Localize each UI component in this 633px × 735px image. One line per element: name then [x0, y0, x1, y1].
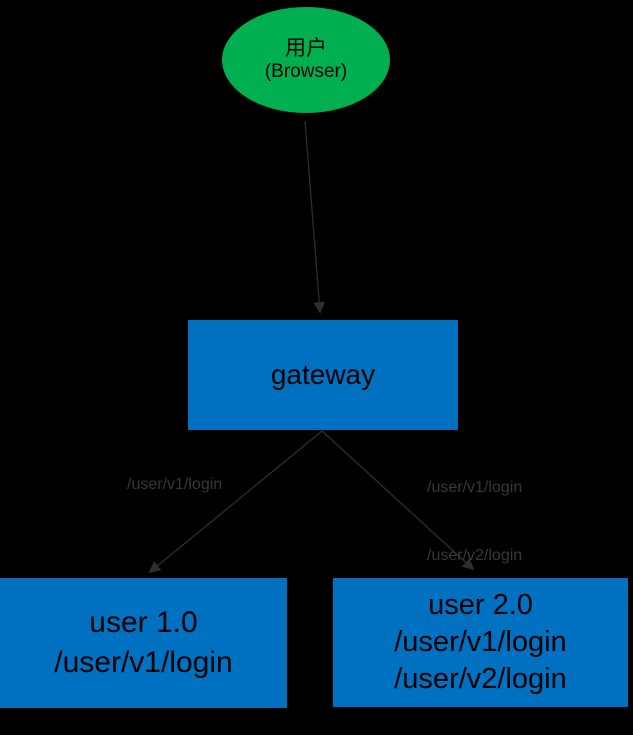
user-browser-node: 用户 (Browser) [222, 7, 390, 113]
gateway-to-user1-arrow [148, 430, 323, 574]
user-v1-node-route: /user/v1/login [54, 646, 233, 679]
browser-to-gateway-arrow [304, 120, 326, 314]
gateway-node: gateway [188, 320, 458, 430]
user-v2-node-title: user 2.0 [428, 588, 533, 621]
user-v1-service-node: user 1.0 /user/v1/login [0, 578, 287, 708]
user-v1-node-title: user 1.0 [89, 606, 198, 640]
user-node-label-en: (Browser) [264, 61, 348, 83]
edge-label-left-v1: /user/v1/login [127, 476, 223, 493]
gateway-to-user2-arrow [321, 430, 475, 571]
user-node-label-zh: 用户 [285, 37, 327, 60]
user-v2-node-route-1: /user/v1/login [394, 625, 567, 658]
edge-label-right-v1: /user/v1/login [427, 479, 523, 496]
edge-label-right-v2: /user/v2/login [427, 547, 523, 564]
user-v2-service-node: user 2.0 /user/v1/login /user/v2/login [333, 578, 628, 707]
gateway-node-label: gateway [270, 359, 376, 390]
user-v2-node-route-2: /user/v2/login [394, 663, 567, 696]
